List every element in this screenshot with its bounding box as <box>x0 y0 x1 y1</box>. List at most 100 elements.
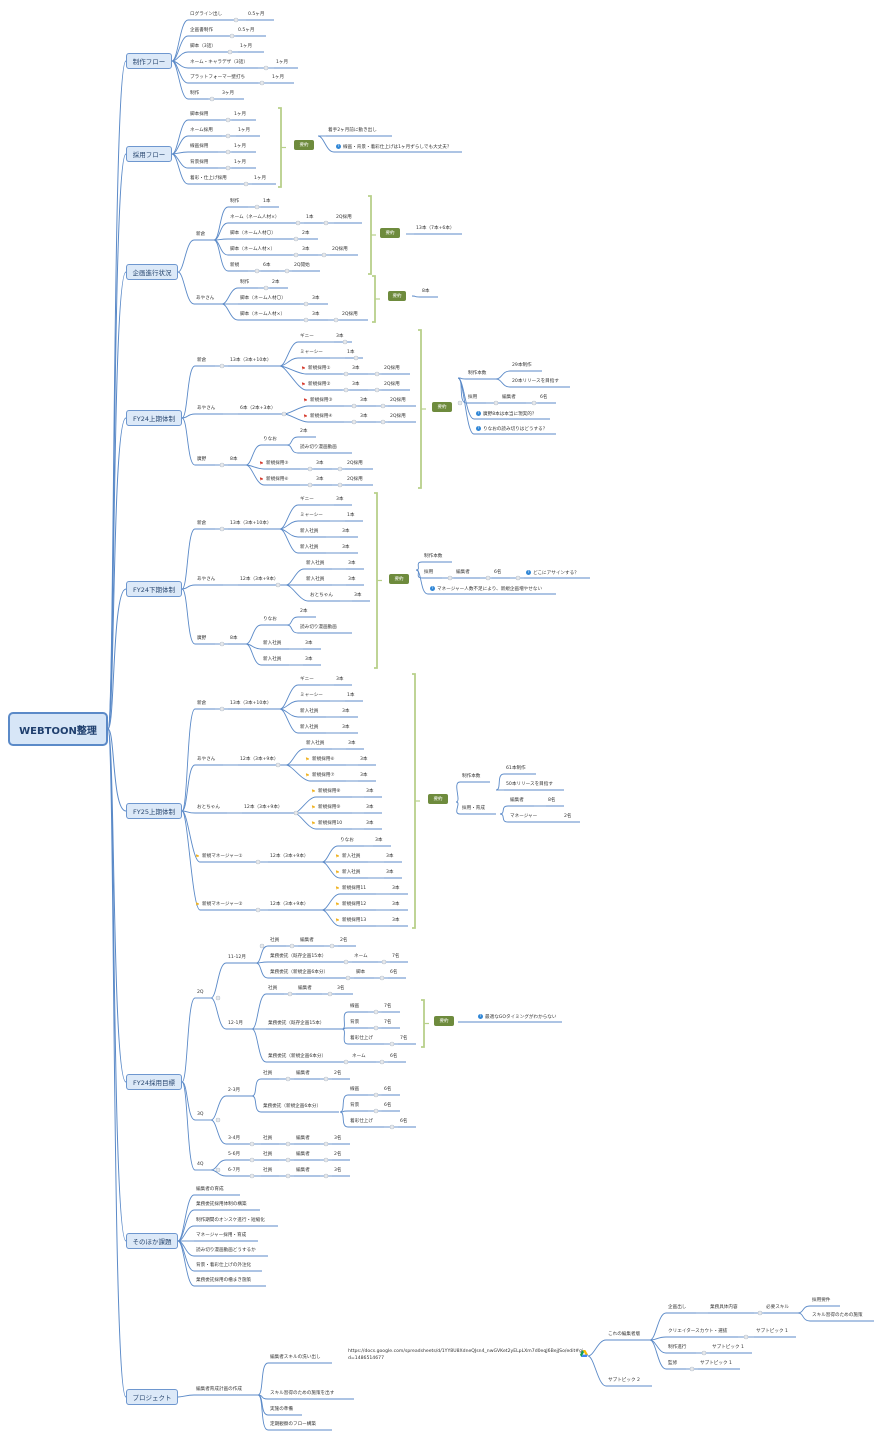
topic-n170[interactable]: 2名 <box>564 814 572 819</box>
topic-n33[interactable]: 脚本（ネーム人材×） <box>230 247 276 252</box>
topic-n7[interactable]: ネーム・キャラデザ（3話） <box>190 60 248 65</box>
topic-n213[interactable]: 4Q <box>197 1162 204 1167</box>
topic-n166[interactable]: 採用・育成 <box>462 806 485 811</box>
topic-n228[interactable]: 業務委託採用の櫓まき施策 <box>196 1278 252 1283</box>
topic-n115[interactable]: 制作本数 <box>424 554 443 559</box>
topic-n194[interactable]: ネーム <box>352 1054 366 1059</box>
topic-n79[interactable]: 2Q採用 <box>347 477 363 482</box>
topic-n121[interactable]: 新倉 <box>197 701 207 706</box>
topic-n199[interactable]: 社員 <box>263 1071 273 1076</box>
topic-n16[interactable]: 1ヶ月 <box>238 128 251 133</box>
topic-n217[interactable]: 2名 <box>334 1152 342 1157</box>
topic-n111[interactable]: 新入社員 <box>263 641 282 646</box>
topic-n243[interactable]: サブトピック 1 <box>700 1361 732 1366</box>
topic-n223[interactable]: 業務委託採用体制の構築 <box>196 1202 247 1207</box>
topic-n81[interactable]: 29本制作 <box>512 363 532 368</box>
topic-n173[interactable]: 社員 <box>270 938 280 943</box>
topic-n20[interactable]: 1ヶ月 <box>234 160 247 165</box>
topic-n56[interactable]: 3本 <box>352 366 360 371</box>
topic-n210[interactable]: 社員 <box>263 1136 273 1141</box>
topic-n220[interactable]: 編集者 <box>296 1168 310 1173</box>
topic-n109[interactable]: 2本 <box>300 609 308 614</box>
topic-n59[interactable]: 3本 <box>352 382 360 387</box>
topic-n107[interactable]: 8本 <box>230 636 238 641</box>
topic-n142[interactable]: 3本 <box>366 789 374 794</box>
topic-n143[interactable]: 新規採用⑨ <box>318 805 341 810</box>
topic-n135[interactable]: 新規採用⑥ <box>312 757 335 762</box>
topic-n206[interactable]: 6名 <box>384 1103 392 1108</box>
topic-n82[interactable]: 20本リリースを目指す <box>512 379 559 384</box>
topic-n246[interactable]: 実施の準備 <box>270 1407 293 1412</box>
topic-n54[interactable]: 1本 <box>347 350 355 355</box>
topic-n19[interactable]: 背景採用 <box>190 160 209 165</box>
topic-n181[interactable]: 6名 <box>390 970 398 975</box>
topic-n21[interactable]: 着彩・仕上げ採用 <box>190 176 227 181</box>
topic-n245[interactable]: スキル習得のための施策を出す <box>270 1391 335 1396</box>
topic-n98[interactable]: あやさん <box>197 577 216 582</box>
topic-n179[interactable]: 業務委託（新規企画6本分） <box>270 970 329 975</box>
topic-n158[interactable]: 3本 <box>392 886 400 891</box>
topic-n112[interactable]: 3本 <box>305 641 313 646</box>
topic-n164[interactable]: 61本制作 <box>506 766 526 771</box>
topic-n180[interactable]: 脚本 <box>356 970 366 975</box>
root-topic[interactable]: WEBTOON整理 <box>8 712 108 746</box>
main-topic-m5[interactable]: FY24下期体制 <box>126 581 182 597</box>
topic-n196[interactable]: ?最適なGOタイミングがわからない <box>478 1014 557 1020</box>
topic-n94[interactable]: 新入社員 <box>300 529 319 534</box>
topic-n73[interactable]: 読み切り漫画動画 <box>300 445 337 450</box>
topic-n122[interactable]: 13本（3本+10本） <box>230 701 272 706</box>
topic-n106[interactable]: 廣野 <box>197 636 207 641</box>
topic-n34[interactable]: 3本 <box>302 247 310 252</box>
topic-n123[interactable]: ギニー <box>300 677 314 682</box>
topic-n183[interactable]: 社員 <box>268 986 278 991</box>
topic-n145[interactable]: 新規採用10 <box>318 821 343 826</box>
topic-n202[interactable]: 業務委託（新規企画6本分） <box>263 1104 322 1109</box>
summary-label-6[interactable]: 要約 <box>428 794 448 804</box>
topic-n156[interactable]: 12本（3本+9本） <box>270 902 309 907</box>
topic-n195[interactable]: 6名 <box>390 1054 398 1059</box>
topic-n155[interactable]: 新規マネージャー② <box>202 902 243 907</box>
topic-n50[interactable]: 13本（3本+10本） <box>230 358 272 363</box>
topic-n90[interactable]: ギニー <box>300 497 314 502</box>
topic-n84[interactable]: 編集者 <box>502 395 516 400</box>
topic-n197[interactable]: 3Q <box>197 1112 204 1117</box>
topic-n87[interactable]: ?りなおの読み切りはどうする？ <box>476 426 548 432</box>
topic-n130[interactable]: 3本 <box>342 725 350 730</box>
topic-n43[interactable]: 脚本（ネーム人材〇） <box>240 296 286 301</box>
topic-n97[interactable]: 3本 <box>342 545 350 550</box>
topic-n40[interactable]: あやさん <box>196 296 215 301</box>
topic-n182[interactable]: 12-1月 <box>228 1021 244 1026</box>
topic-n214[interactable]: 5-6月 <box>228 1152 241 1157</box>
topic-n224[interactable]: 制作期間のオンスケ進行・短縮化 <box>196 1218 265 1223</box>
topic-n10[interactable]: 1ヶ月 <box>272 75 285 80</box>
topic-n5[interactable]: 脚本（3話） <box>190 44 216 49</box>
topic-n125[interactable]: ミャーシー <box>300 693 323 698</box>
summary-label-7[interactable]: 要約 <box>434 1016 454 1026</box>
topic-n161[interactable]: 新規採用13 <box>342 918 367 923</box>
topic-n58[interactable]: 新規採用② <box>308 382 331 387</box>
topic-n188[interactable]: 7名 <box>384 1004 392 1009</box>
topic-n167[interactable]: 編集者 <box>510 798 524 803</box>
topic-n235[interactable]: 必要スキル <box>766 1305 789 1310</box>
topic-n76[interactable]: 2Q採用 <box>347 461 363 466</box>
topic-n175[interactable]: 2名 <box>340 938 348 943</box>
topic-n150[interactable]: 3本 <box>375 838 383 843</box>
summary-label-1[interactable]: 要約 <box>294 140 314 150</box>
topic-n205[interactable]: 背景 <box>350 1103 360 1108</box>
summary-label-2[interactable]: 要約 <box>380 228 400 238</box>
topic-n113[interactable]: 新入社員 <box>263 657 282 662</box>
topic-n247[interactable]: 定期観察のフロー構築 <box>270 1422 316 1427</box>
topic-n222[interactable]: 編集者の育成 <box>196 1187 224 1192</box>
topic-n66[interactable]: 新規採用④ <box>310 414 333 419</box>
topic-n31[interactable]: 脚本（ネーム人材〇） <box>230 231 276 236</box>
topic-n160[interactable]: 3本 <box>392 902 400 907</box>
topic-n198[interactable]: 2-3月 <box>228 1088 241 1093</box>
topic-n11[interactable]: 制作 <box>190 91 200 96</box>
topic-n35[interactable]: 2Q採用 <box>332 247 348 252</box>
topic-n191[interactable]: 着彩仕上げ <box>350 1036 373 1041</box>
topic-n65[interactable]: 2Q採用 <box>390 398 406 403</box>
topic-n186[interactable]: 業務委託（既存企画15本） <box>268 1021 325 1026</box>
topic-n12[interactable]: 3ヶ月 <box>222 91 235 96</box>
topic-n152[interactable]: 3本 <box>386 854 394 859</box>
topic-n201[interactable]: 2名 <box>334 1071 342 1076</box>
